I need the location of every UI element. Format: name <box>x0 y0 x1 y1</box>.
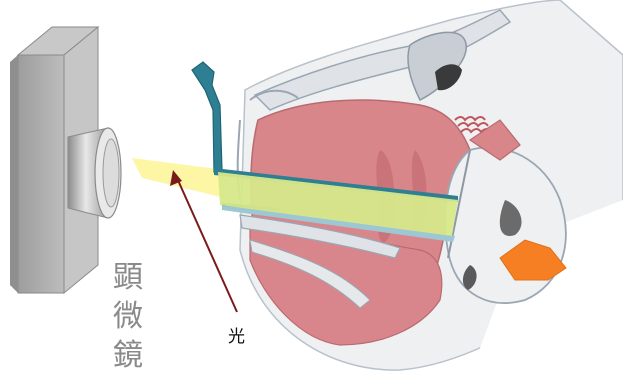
microscope-label-char-3: 鏡 <box>108 336 148 375</box>
light-label: 光 <box>228 322 245 347</box>
microscope-label-char-2: 微 <box>108 297 148 336</box>
microscope <box>10 27 121 293</box>
microscope-label-char-1: 顕 <box>108 258 148 297</box>
microscope-label: 顕 微 鏡 <box>108 258 148 375</box>
